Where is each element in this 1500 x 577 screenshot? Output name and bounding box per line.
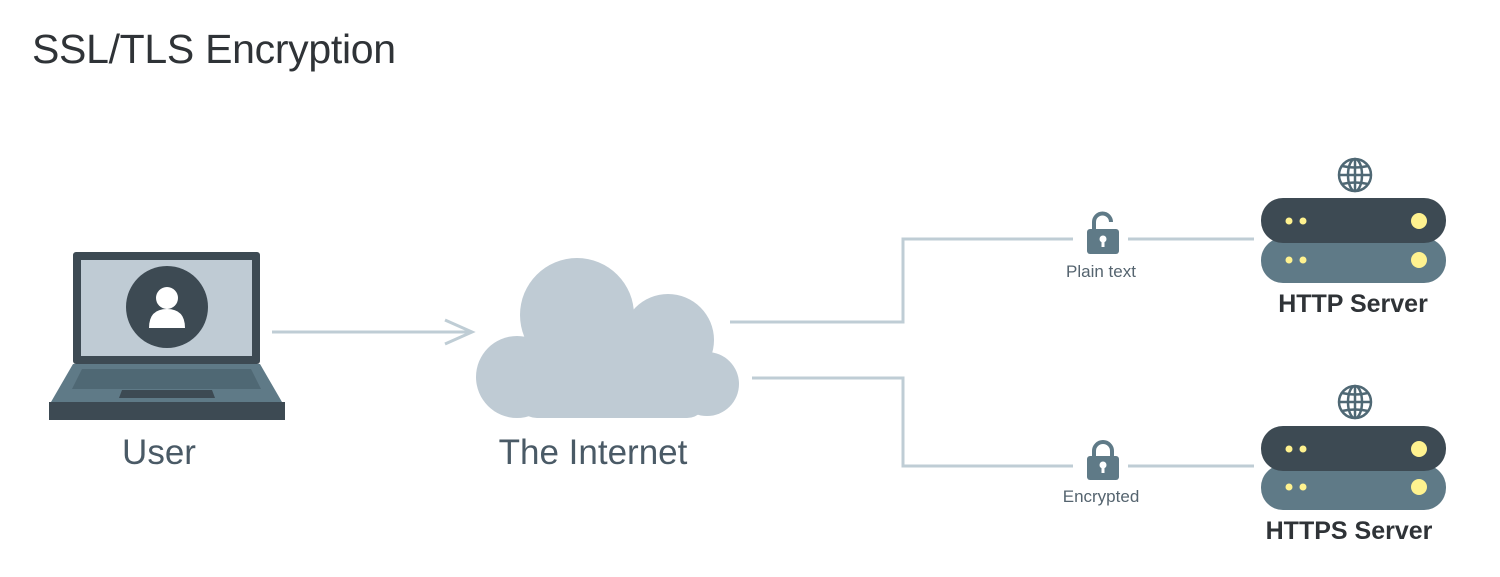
- unlocked-padlock-icon: [1087, 211, 1119, 254]
- https-globe-icon: [1337, 384, 1373, 420]
- laptop-user-icon: [49, 252, 285, 420]
- encrypted-label: Encrypted: [1062, 487, 1140, 506]
- plain-connection-line: [730, 237, 1254, 324]
- locked-padlock-icon: [1087, 440, 1119, 480]
- arrow-user-to-internet: [272, 318, 476, 346]
- page-title: SSL/TLS Encryption: [32, 26, 396, 72]
- https-server-label: HTTPS Server: [1265, 517, 1433, 545]
- plain-text-label: Plain text: [1066, 262, 1136, 281]
- user-avatar-icon: [126, 266, 208, 348]
- http-server-icon: [1261, 198, 1446, 283]
- http-server-label: HTTP Server: [1278, 290, 1428, 318]
- http-globe-icon: [1337, 157, 1373, 193]
- encrypted-connection-line: [752, 376, 1254, 468]
- https-server-icon: [1261, 426, 1446, 510]
- internet-label: The Internet: [498, 433, 688, 472]
- cloud-icon: [476, 258, 739, 418]
- user-label: User: [122, 433, 196, 472]
